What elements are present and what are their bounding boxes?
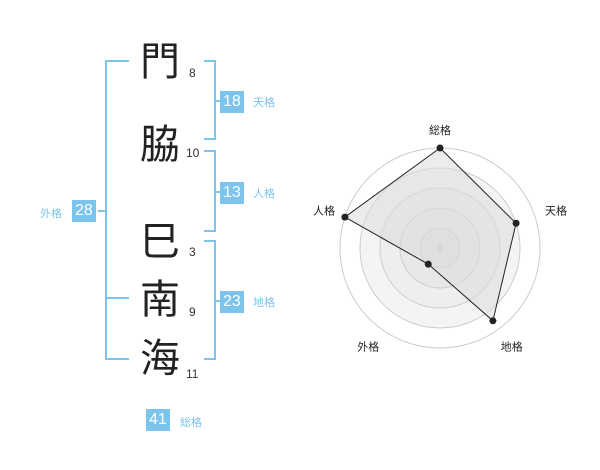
gaikaku-connector bbox=[98, 210, 107, 212]
jinkaku-value: 13 bbox=[220, 182, 244, 204]
radar-point-3 bbox=[489, 317, 497, 325]
radar-axis-label-5: 人格 bbox=[313, 203, 335, 217]
radar-axis-label-4: 外格 bbox=[357, 340, 379, 354]
gaikaku-value: 28 bbox=[72, 200, 96, 222]
tenkaku-connector bbox=[214, 100, 220, 102]
name-char-2: 脇 bbox=[140, 122, 180, 168]
gaikaku-split-tick bbox=[105, 297, 129, 299]
radar-point-4 bbox=[424, 260, 432, 268]
jinkaku-label: 人格 bbox=[253, 187, 275, 200]
soukaku-value: 41 bbox=[146, 409, 170, 431]
name-char-3: 巳 bbox=[140, 219, 180, 265]
gaikaku-label: 外格 bbox=[40, 207, 62, 220]
stroke-count-2: 10 bbox=[186, 146, 200, 160]
stroke-count-1: 8 bbox=[189, 66, 196, 80]
chikaku-connector bbox=[214, 300, 220, 302]
radar-point-5 bbox=[341, 213, 349, 221]
name-char-4: 南 bbox=[140, 277, 180, 323]
soukaku-label: 総格 bbox=[180, 416, 202, 429]
tenkaku-value: 18 bbox=[220, 91, 244, 113]
radar-axis-label-3: 地格 bbox=[501, 340, 523, 354]
chikaku-label: 地格 bbox=[253, 296, 275, 309]
radar-point-1 bbox=[436, 144, 444, 152]
stroke-count-5: 11 bbox=[186, 367, 199, 381]
radar-point-2 bbox=[512, 219, 520, 227]
radar-polygon bbox=[343, 147, 517, 322]
stroke-count-4: 9 bbox=[189, 305, 196, 319]
chikaku-value: 23 bbox=[220, 291, 244, 313]
tenkaku-label: 天格 bbox=[253, 96, 275, 109]
radar-axis-label-2: 天格 bbox=[545, 203, 567, 217]
stroke-count-3: 3 bbox=[189, 245, 196, 259]
jinkaku-connector bbox=[214, 191, 220, 193]
name-char-5: 海 bbox=[140, 336, 180, 382]
name-char-1: 門 bbox=[140, 39, 180, 85]
radar-axis-label-1: 総格 bbox=[429, 123, 451, 137]
